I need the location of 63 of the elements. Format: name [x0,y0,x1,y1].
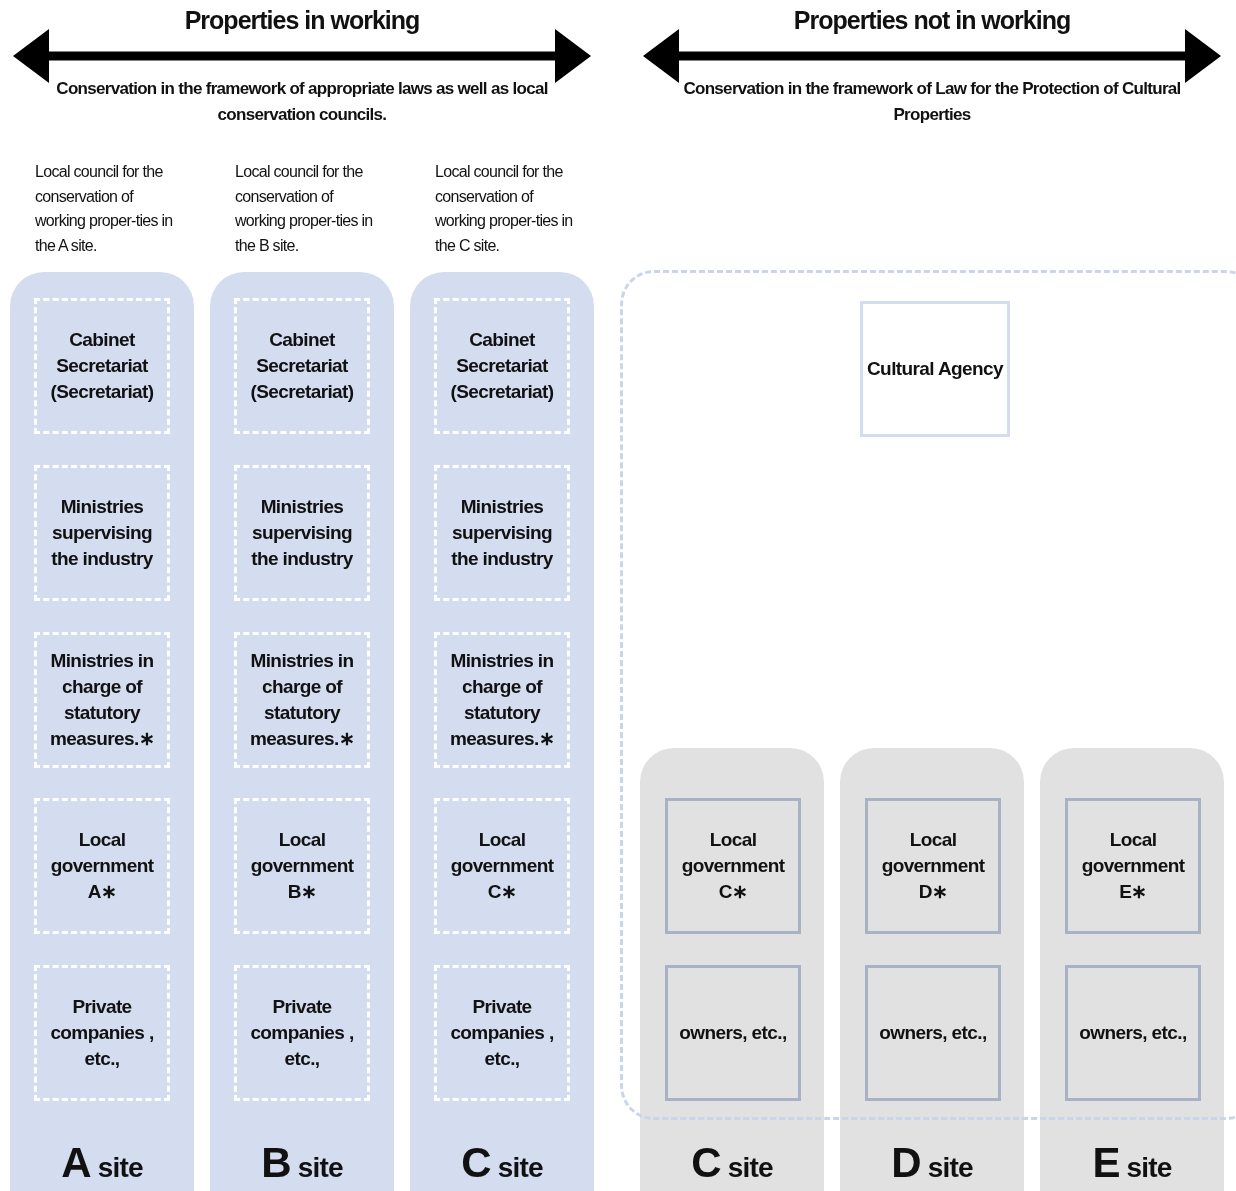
organization-box [1065,798,1201,934]
site-label: D site [890,1139,974,1187]
organization-box [865,965,1001,1101]
box-text: Local government A∗ [49,828,155,904]
caption-text: Local council for the conservation of working proper-ties in the B site. [235,162,374,256]
box-text: Ministries in charge of statutory measures.∗ [249,649,355,751]
organization-box [1065,965,1201,1101]
box-text: Ministries in charge of statutory measures.∗ [49,649,155,751]
organization-box [34,798,170,934]
organization-box [34,465,170,601]
organization-box [34,632,170,768]
section-subtitle: Conservation in the framework of Law for the Protection of Cultural Properties [682,78,1182,126]
site-column [1040,748,1224,1191]
section-subtitle: Conservation in the framework of appropriate laws as well as local conservation councils. [55,78,549,126]
box-text: Local government C∗ [680,828,786,904]
organization-box [234,798,370,934]
box-text: Cabinet Secretariat (Secretariat) [249,328,355,404]
box-text: Local government B∗ [249,828,355,904]
box-text: Private companies , etc., [249,995,355,1071]
organization-box [434,298,570,434]
box-text: Cabinet Secretariat (Secretariat) [449,328,555,404]
organization-box [665,965,801,1101]
box-text: Cultural Agency [867,357,1003,381]
box-text: Local government D∗ [880,828,986,904]
organization-box [234,965,370,1101]
site-column [840,748,1024,1191]
site-column [10,272,194,1191]
box-text: Ministries supervising the industry [250,495,354,571]
organization-box [434,965,570,1101]
box-text: Private companies , etc., [449,995,555,1071]
organization-box [434,465,570,601]
site-label: A site [60,1139,144,1187]
site-label: C site [690,1139,774,1187]
box-text: owners, etc., [1079,1021,1187,1045]
section-heading: Properties not in working [792,6,1072,35]
organization-box [34,298,170,434]
organization-box [34,965,170,1101]
box-text: Private companies , etc., [49,995,155,1071]
box-text: Ministries supervising the industry [50,495,154,571]
site-label: E site [1091,1139,1173,1187]
box-text: owners, etc., [679,1021,787,1045]
caption-text: Local council for the conservation of working proper-ties in the C site. [435,162,574,256]
site-column [210,272,394,1191]
organization-box [434,798,570,934]
organization-box [234,632,370,768]
organization-box [234,298,370,434]
site-column [640,748,824,1191]
box-text: Local government C∗ [449,828,555,904]
box-text: Ministries in charge of statutory measures.∗ [449,649,555,751]
site-column [410,272,594,1191]
organization-box [865,798,1001,934]
organization-box [434,632,570,768]
site-label: B site [260,1139,344,1187]
box-text: Local government E∗ [1080,828,1186,904]
box-text: Ministries supervising the industry [450,495,554,571]
box-text: Cabinet Secretariat (Secretariat) [49,328,155,404]
caption-text: Local council for the conservation of working proper-ties in the A site. [35,162,174,256]
organization-box [860,301,1010,437]
section-heading: Properties in working [183,6,421,35]
site-label: C site [460,1139,544,1187]
organization-box [234,465,370,601]
box-text: owners, etc., [879,1021,987,1045]
organization-box [665,798,801,934]
